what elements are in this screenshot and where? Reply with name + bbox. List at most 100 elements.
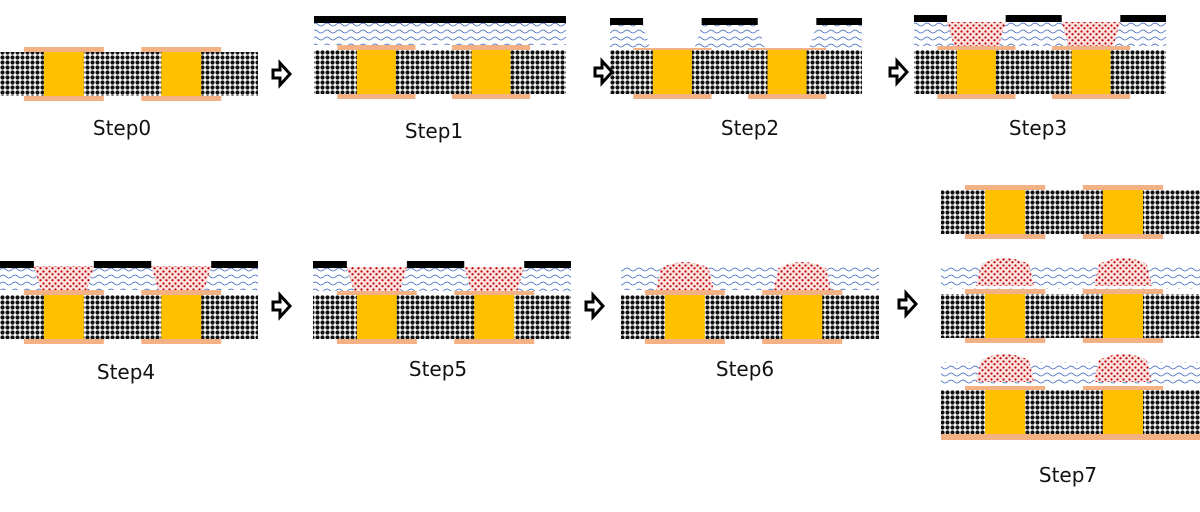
bottom-pad [141, 96, 222, 101]
panel-step2 [610, 18, 862, 99]
top-pad [1082, 289, 1164, 294]
mask-layer [524, 261, 571, 268]
mask-layer [1120, 15, 1166, 22]
top-pad [937, 45, 1016, 50]
bottom-pad [23, 96, 104, 101]
top-pad [141, 290, 222, 295]
top-pad [1082, 385, 1164, 390]
via-fill [664, 295, 705, 339]
bottom-pad [937, 94, 1016, 99]
bottom-pad [141, 339, 222, 344]
bottom-pad [762, 339, 843, 344]
top-pad [1082, 185, 1164, 190]
mask-layer [0, 261, 34, 268]
bottom-pad [336, 339, 417, 344]
step-label-1: Step1 [404, 119, 464, 143]
core-layer [0, 52, 258, 96]
paste-bump [656, 262, 714, 290]
top-pad [964, 385, 1046, 390]
mask-layer [314, 16, 566, 23]
bottom-pad [964, 338, 1046, 343]
step-label-0: Step0 [92, 116, 152, 140]
via-fill [356, 295, 397, 339]
mask-layer [93, 261, 152, 268]
bottom-pad [644, 339, 725, 344]
step-label-2: Step2 [720, 116, 780, 140]
via-fill [474, 295, 515, 339]
arrow-icon [271, 59, 293, 89]
top-pad [451, 45, 531, 50]
bottom-pad [964, 234, 1046, 239]
core-layer [610, 50, 862, 94]
via-fill [782, 295, 823, 339]
core-layer [941, 294, 1200, 338]
bottom-pad [454, 339, 535, 344]
via-fill [985, 390, 1026, 434]
arrow-icon [888, 57, 910, 87]
panel-step7-top [941, 185, 1200, 239]
top-pad [1051, 45, 1131, 50]
panel-step0 [0, 47, 258, 101]
core-layer [941, 190, 1200, 234]
bottom-pad [337, 94, 416, 99]
step-label-3: Step3 [1008, 116, 1068, 140]
via-fill [956, 50, 996, 94]
panel-step4 [0, 261, 258, 344]
top-pad [454, 290, 535, 295]
arrow-icon [271, 291, 293, 321]
top-pad [644, 290, 725, 295]
core-layer [313, 295, 571, 339]
bottom-pad [23, 339, 104, 344]
mask-layer [211, 261, 258, 268]
panel-step7-mid [941, 258, 1200, 343]
core-layer [314, 50, 566, 94]
mask-layer [816, 18, 862, 25]
bottom-pad [747, 94, 827, 99]
mask-layer [610, 18, 644, 25]
mask-layer [313, 261, 347, 268]
paste-bump [1094, 354, 1152, 382]
top-pad [762, 290, 843, 295]
top-pad [964, 289, 1046, 294]
mask-layer [1005, 15, 1062, 22]
paste-fill [464, 267, 525, 291]
panel-step5 [313, 261, 571, 344]
paste-fill [33, 266, 94, 290]
bottom-pad [1082, 338, 1164, 343]
arrow-icon [593, 57, 615, 87]
via-fill [161, 295, 202, 339]
bottom-pad [1082, 234, 1164, 239]
panel-step3 [914, 15, 1166, 99]
paste-fill [151, 266, 212, 290]
core-layer [0, 295, 258, 339]
panel-step7-bottom [941, 354, 1200, 440]
via-fill [1102, 390, 1144, 434]
core-layer [914, 50, 1166, 94]
top-pad [336, 290, 417, 295]
arrow-icon [897, 289, 919, 319]
via-fill [161, 52, 202, 96]
paste-bump [976, 258, 1035, 286]
mask-layer [701, 18, 758, 25]
bottom-pad [633, 94, 712, 99]
paste-fill [947, 22, 1006, 46]
via-fill [1102, 190, 1144, 234]
top-pad [964, 185, 1046, 190]
dielectric-layer [314, 23, 566, 45]
top-pad [337, 45, 416, 50]
step-label-4: Step4 [96, 360, 156, 384]
via-fill [652, 50, 692, 94]
paste-fill [346, 267, 407, 291]
paste-bump [976, 354, 1035, 382]
bottom-pad [451, 94, 531, 99]
via-fill [471, 50, 511, 94]
panel-step1 [314, 16, 566, 99]
via-opening [757, 25, 817, 48]
step-label-5: Step5 [408, 357, 468, 381]
bottom-pad [1051, 94, 1131, 99]
via-opening [643, 25, 702, 48]
via-fill [1102, 294, 1144, 338]
via-fill [43, 52, 84, 96]
via-fill [43, 295, 84, 339]
